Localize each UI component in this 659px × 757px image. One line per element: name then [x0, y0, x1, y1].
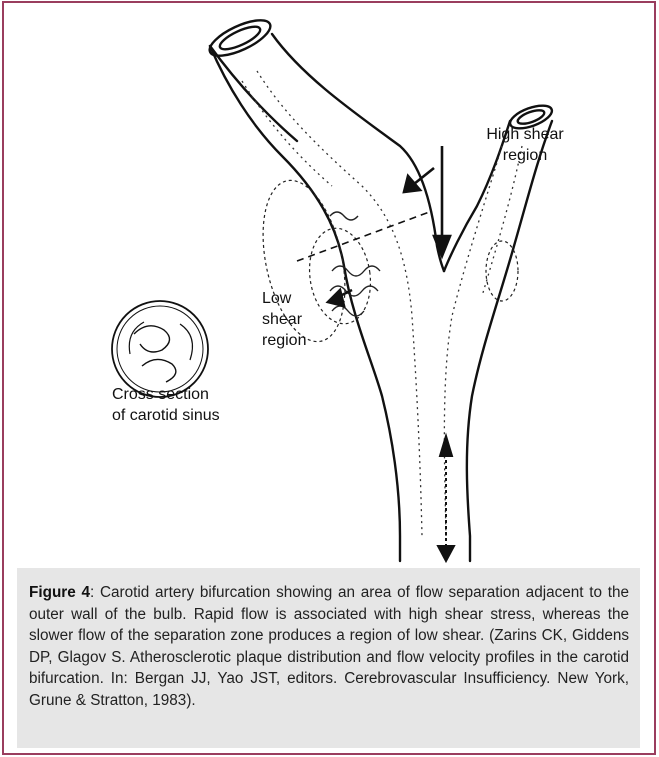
low-shear-label: Low shear region — [262, 288, 342, 351]
cross-section-line-1: Cross section — [112, 384, 272, 405]
cross-section-line-2: of carotid sinus — [112, 405, 272, 426]
external-carotid-outer — [467, 121, 552, 561]
high-shear-line-1: High shear — [460, 124, 590, 145]
low-shear-line-3: region — [262, 330, 342, 351]
internal-carotid-opening — [205, 16, 275, 63]
cross-section-diagram — [112, 301, 208, 397]
figure-caption-box: Figure 4: Carotid artery bifurcation sho… — [17, 568, 642, 748]
high-shear-line-2: region — [460, 145, 590, 166]
low-shear-line-1: Low — [262, 288, 342, 309]
internal-carotid-outer — [210, 46, 297, 141]
flow-arrow-head — [440, 436, 452, 456]
low-shear-line-2: shear — [262, 309, 342, 330]
figure-caption: Figure 4: Carotid artery bifurcation sho… — [29, 582, 629, 712]
high-shear-label: High shear region — [460, 124, 590, 166]
figure-caption-label: Figure 4 — [29, 584, 90, 601]
cross-section-label: Cross section of carotid sinus — [112, 384, 272, 426]
figure-caption-text: : Carotid artery bifurcation showing an … — [29, 584, 629, 709]
